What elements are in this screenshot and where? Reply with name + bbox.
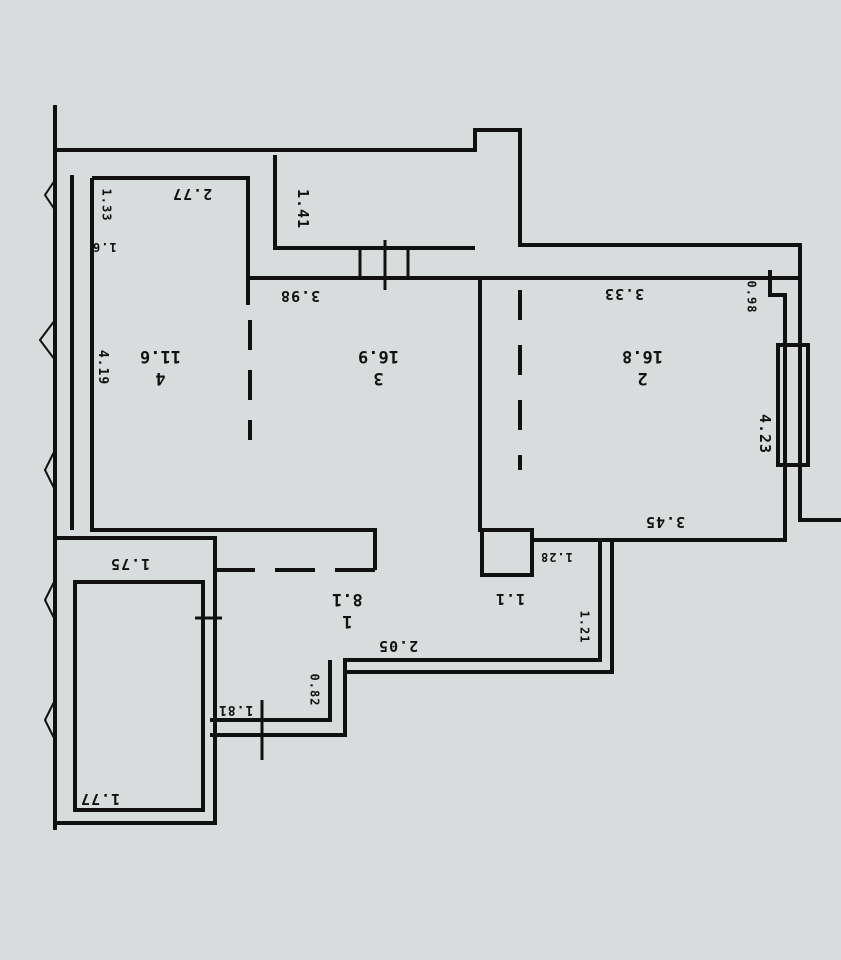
- room-4-area: 11.6: [140, 346, 181, 366]
- dim-hall-step: 0.82: [307, 673, 322, 707]
- dim-room2-side: 4.23: [756, 413, 775, 455]
- dim-room4-top: 2.77: [172, 185, 213, 203]
- bathroom: [73, 580, 205, 812]
- dim-room2-corner: 0.98: [744, 280, 759, 314]
- room-2-number: 2: [637, 368, 648, 388]
- hall-outer: [210, 540, 614, 722]
- room-1-area: 8.1: [332, 589, 363, 609]
- dim-hall-side: 1.21: [577, 610, 592, 644]
- dim-room3-top: 3.98: [280, 287, 321, 305]
- dim-bath-door: 1.81: [218, 702, 254, 717]
- room-3-number: 3: [373, 368, 384, 388]
- room-3-area: 16.9: [358, 346, 399, 366]
- bathroom-outer: [53, 536, 217, 825]
- dim-loggia-top: 1.41: [294, 188, 313, 230]
- dim-hall-corner: 1.28: [540, 550, 573, 564]
- room-4-number: 4: [155, 368, 166, 388]
- room-4-outline: [90, 176, 377, 570]
- room-2-outline: [478, 270, 787, 542]
- room-1-number: 1: [342, 611, 353, 631]
- dim-bath-bottom: 1.77: [80, 790, 121, 808]
- outer-wall-left: [53, 105, 74, 830]
- door-marks: [195, 240, 410, 760]
- wall-zigzag: [38, 179, 56, 741]
- dim-room4-corner: 1.33: [99, 188, 114, 222]
- dim-hall-bottom: 2.05: [378, 637, 419, 655]
- dim-bath-top: 1.75: [110, 555, 151, 573]
- outer-wall-top: [55, 128, 841, 522]
- dim-room4-side-top: 1.6: [92, 240, 117, 254]
- dim-room2-top: 3.33: [604, 285, 645, 303]
- column: [480, 528, 534, 577]
- room-2-area: 16.8: [622, 346, 663, 366]
- dim-room4-side: 4.19: [95, 349, 111, 386]
- dim-hall-small: 1.1: [495, 590, 526, 608]
- dim-room2-bottom: 3.45: [645, 513, 686, 531]
- room-2-window-frame: [776, 343, 810, 467]
